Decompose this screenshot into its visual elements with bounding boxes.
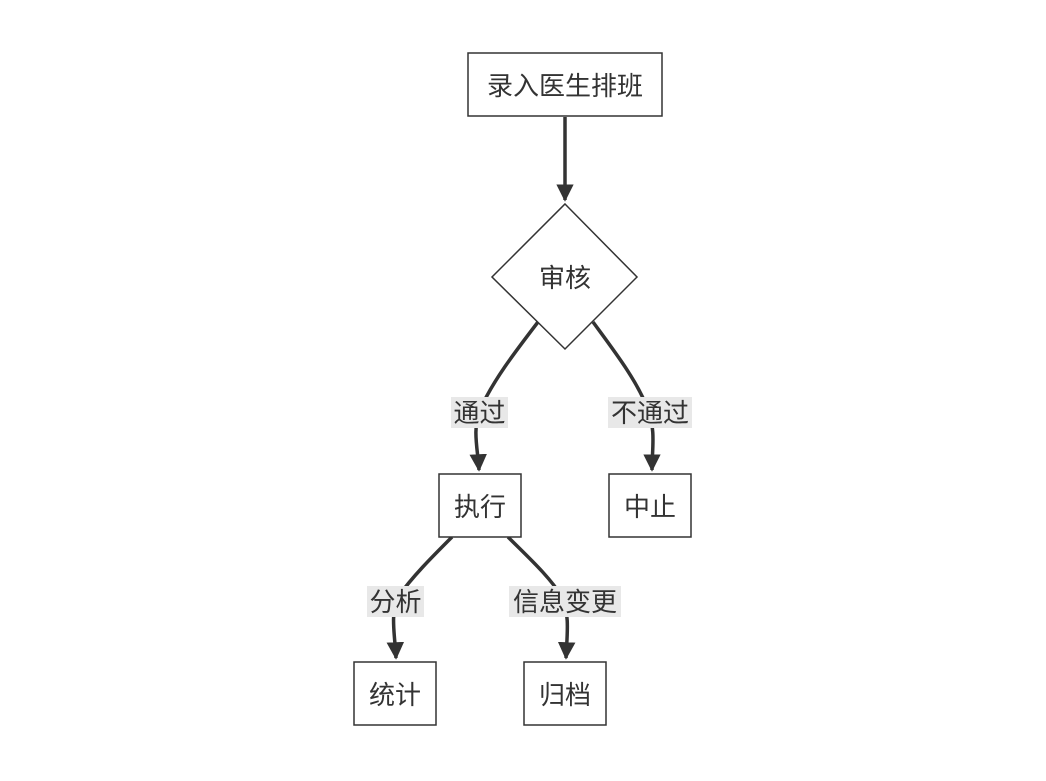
edge-label-fail: 不通过 bbox=[608, 397, 692, 429]
node-statistics-label: 统计 bbox=[369, 681, 421, 711]
node-review[interactable]: 审核 bbox=[490, 202, 639, 351]
edge-review-to-execute bbox=[469, 320, 540, 472]
node-archive[interactable]: 归档 bbox=[523, 661, 607, 726]
nodes: 录入医生排班 审核 执行 中止 统计 归档 bbox=[353, 52, 692, 726]
edge-label-analyze: 分析 bbox=[367, 586, 424, 618]
node-terminate-label: 中止 bbox=[624, 493, 676, 523]
edge-label-analyze-text: 分析 bbox=[369, 588, 421, 618]
node-archive-label: 归档 bbox=[539, 681, 591, 711]
edge-label-info-change: 信息变更 bbox=[509, 586, 621, 618]
edge-label-pass-text: 通过 bbox=[453, 399, 505, 429]
edge-review-to-terminate bbox=[591, 320, 661, 472]
edges bbox=[386, 117, 661, 660]
edge-label-fail-text: 不通过 bbox=[611, 399, 689, 429]
node-enter-schedule-label: 录入医生排班 bbox=[487, 72, 643, 102]
node-terminate[interactable]: 中止 bbox=[608, 473, 692, 538]
node-execute[interactable]: 执行 bbox=[438, 473, 522, 538]
node-enter-schedule[interactable]: 录入医生排班 bbox=[467, 52, 663, 117]
node-statistics[interactable]: 统计 bbox=[353, 661, 437, 726]
node-execute-label: 执行 bbox=[454, 493, 506, 523]
edge-labels: 通过 不通过 分析 信息变更 bbox=[367, 397, 692, 618]
edge-label-info-change-text: 信息变更 bbox=[513, 588, 617, 618]
edge-label-pass: 通过 bbox=[451, 397, 508, 429]
node-review-label: 审核 bbox=[539, 264, 591, 294]
